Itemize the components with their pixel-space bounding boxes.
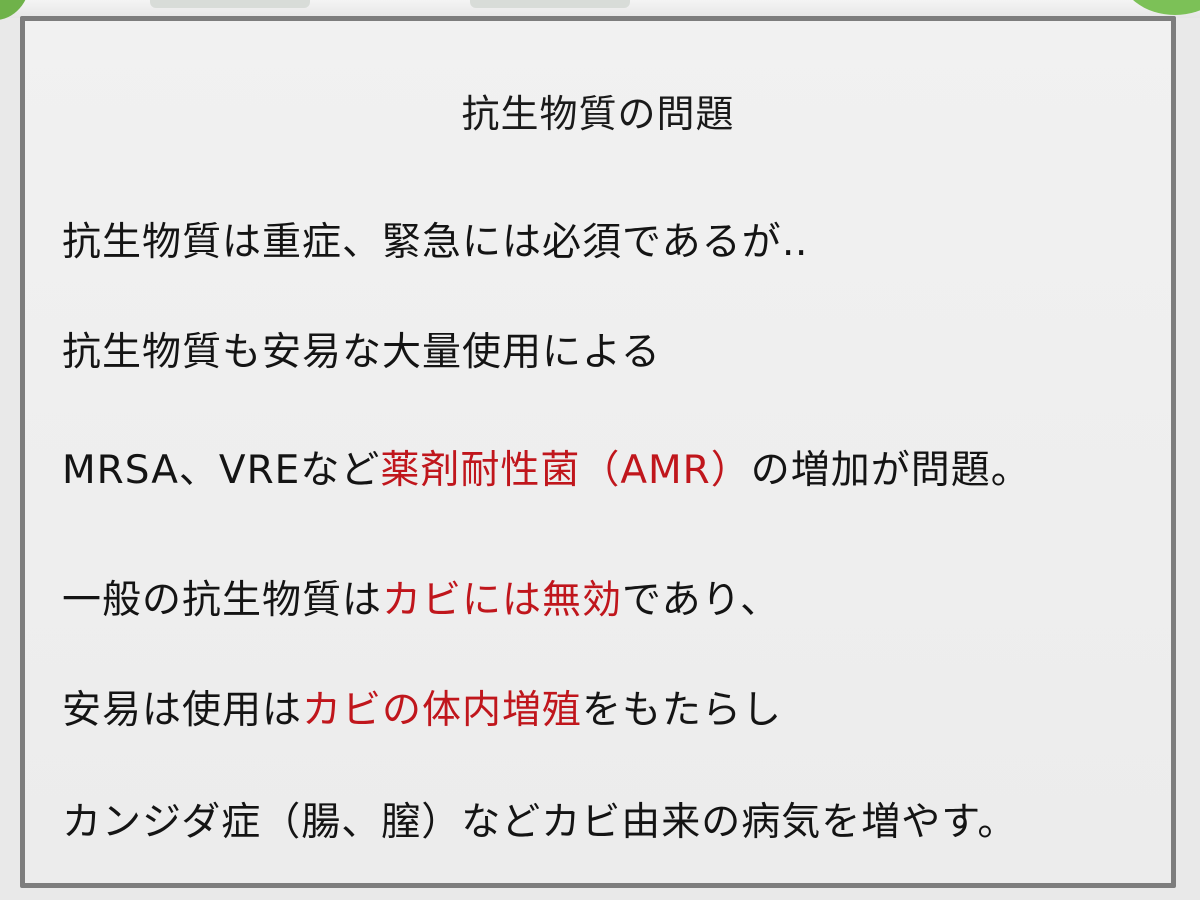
body-line-5-highlight: カビの体内増殖 [302,688,583,733]
body-line-4: 一般の抗生物質はカビには無効であり、 [62,569,780,625]
body-line-3-highlight: 薬剤耐性菌（AMR） [380,448,751,493]
body-line-5-suffix: をもたらし [582,688,783,733]
body-line-1: 抗生物質は重症、緊急には必須であるが‥ [62,220,809,265]
body-line-5-prefix: 安易は使用は [62,688,303,733]
slide-title: 抗生物質の問題 [461,92,735,136]
body-line-3: MRSA、VREなど薬剤耐性菌（AMR）の増加が問題。 [62,439,1031,495]
body-line-6: カンジダ症（腸、膣）などカビ由来の病気を増やす。 [62,800,1018,845]
body-line-3-suffix: の増加が問題。 [750,448,1031,493]
body-line-4-suffix: であり、 [622,578,781,623]
body-line-3-prefix: MRSA、VREなど [62,448,381,493]
top-decor-tab [150,0,310,8]
body-line-4-prefix: 一般の抗生物質は [62,578,383,623]
body-line-4-highlight: カビには無効 [382,578,623,623]
top-decor-tab [470,0,630,8]
top-background-strip [0,0,1200,18]
body-line-2: 抗生物質も安易な大量使用による [62,330,661,375]
body-line-5: 安易は使用はカビの体内増殖をもたらし [62,679,782,735]
slide-panel: 抗生物質の問題 抗生物質は重症、緊急には必須であるが‥ 抗生物質も安易な大量使用… [20,16,1176,888]
